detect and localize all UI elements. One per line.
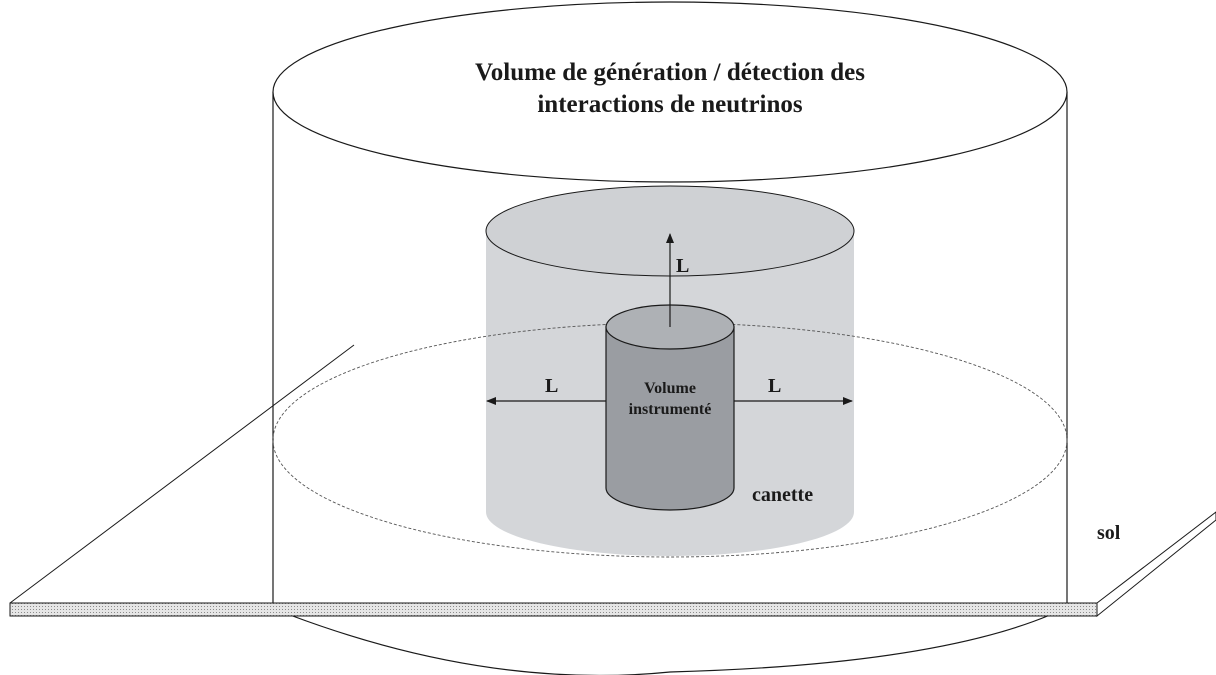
ground-left-edge [9, 344, 355, 604]
label-L-right: L [768, 375, 781, 397]
label-L-up: L [676, 255, 689, 277]
diagram-title-line1: Volume de génération / détection des [475, 59, 865, 86]
generation-volume-top [272, 1, 1068, 183]
generation-volume-bottom-arc [289, 614, 1051, 675]
ground-slab [9, 602, 1098, 617]
label-L-left: L [545, 375, 558, 397]
instrumented-volume-label-line1: Volume [644, 380, 696, 397]
can-label: canette [752, 484, 813, 506]
instrumented-volume-body [605, 326, 735, 511]
diagram-title-line2: interactions de neutrinos [537, 91, 803, 118]
instrumented-volume-label-line2: instrumenté [629, 401, 712, 418]
ground-label: sol [1097, 522, 1121, 544]
